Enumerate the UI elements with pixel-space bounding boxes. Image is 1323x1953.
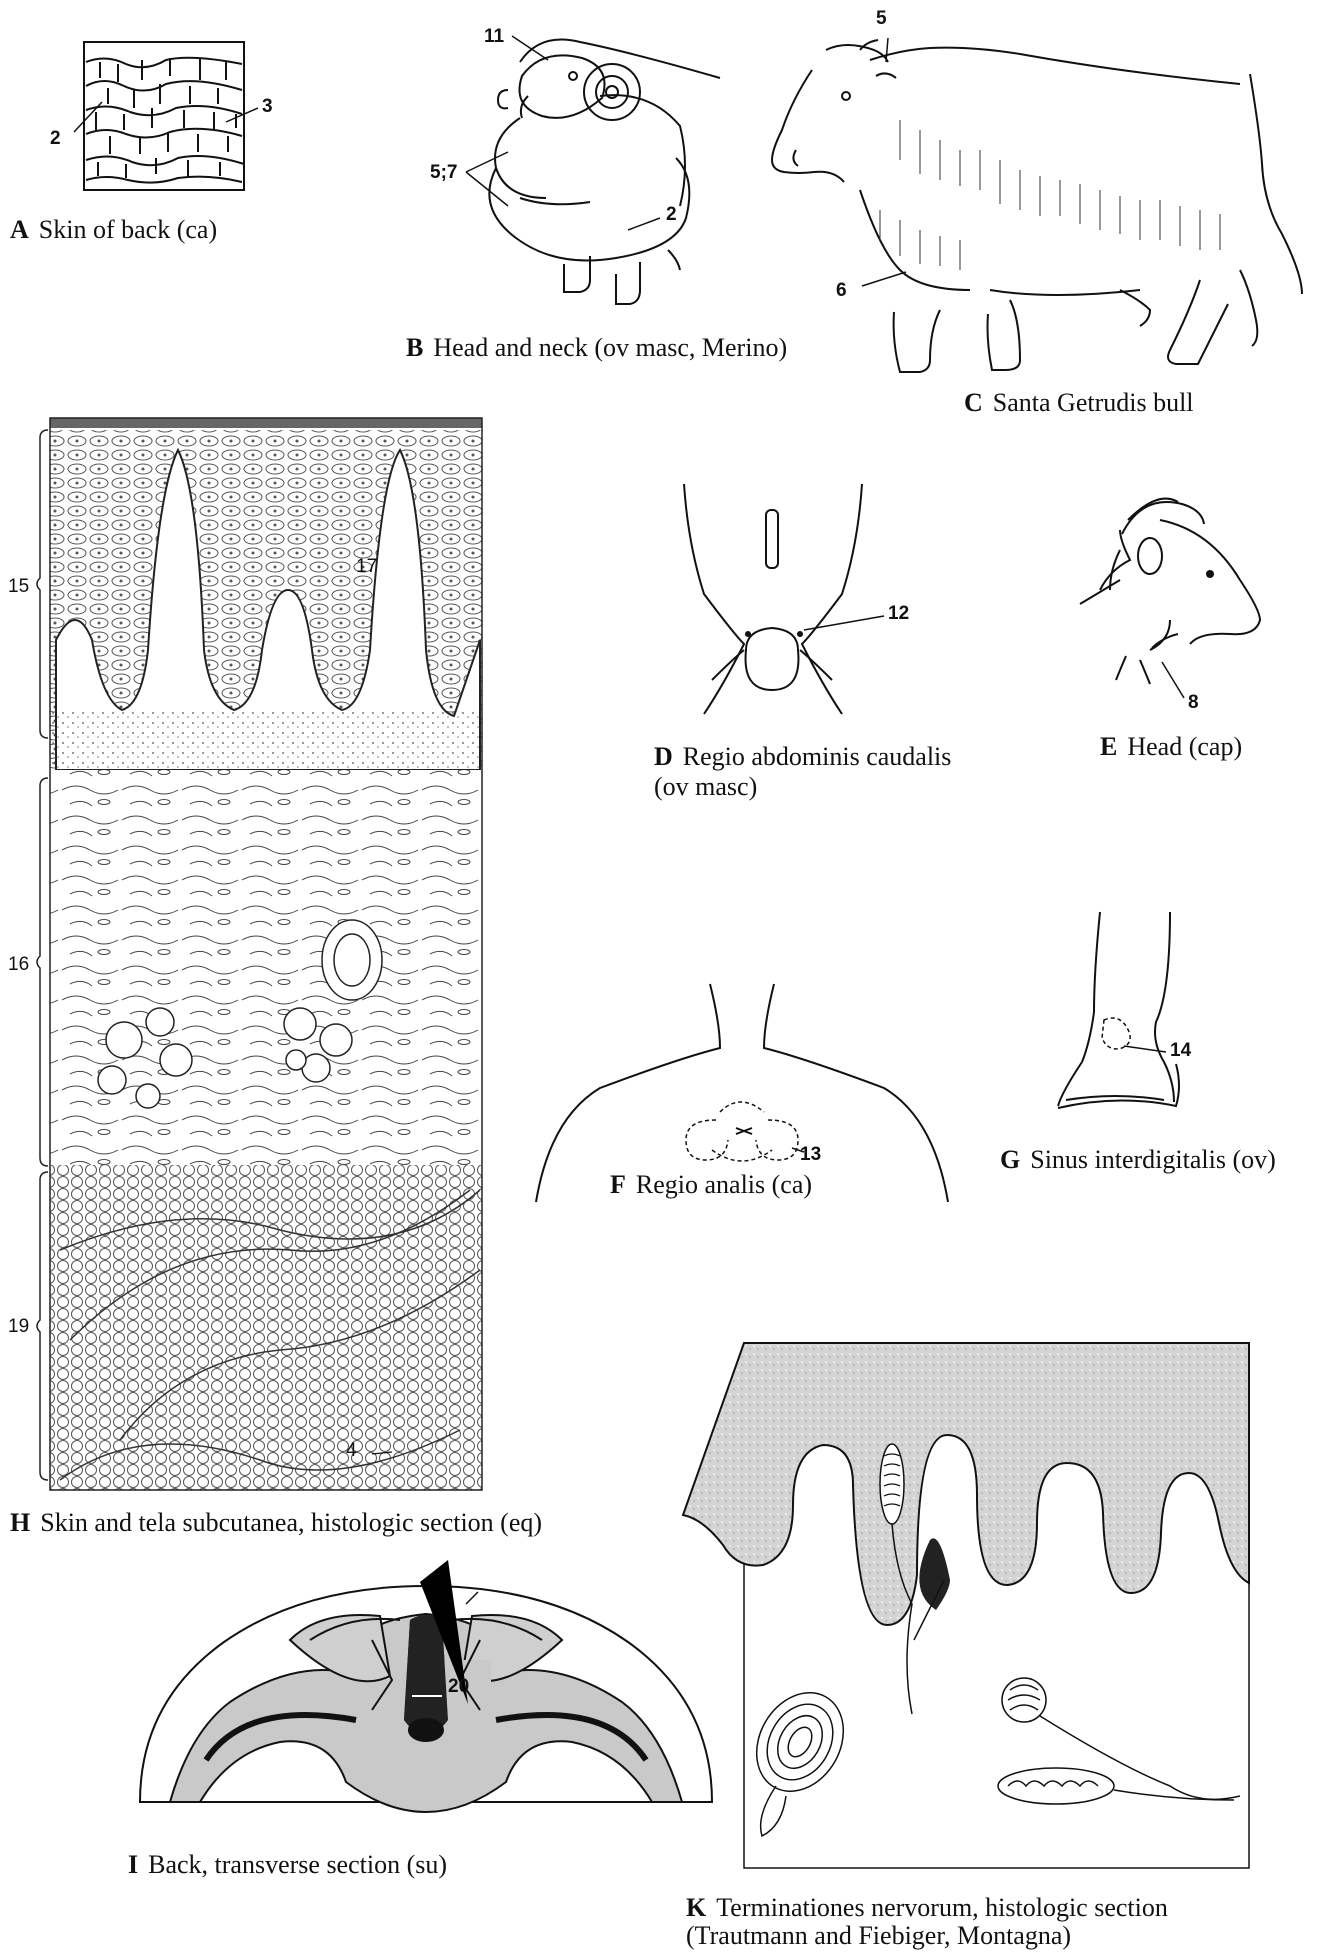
caption-k: K Terminationes nervorum, histologic sect…: [686, 1894, 1168, 1950]
caption-text: Terminationes nervorum, histologic secti…: [716, 1893, 1168, 1922]
caption-text-line2: (Trautmann and Fiebiger, Montagna): [686, 1921, 1071, 1950]
caption-letter: K: [686, 1893, 706, 1922]
